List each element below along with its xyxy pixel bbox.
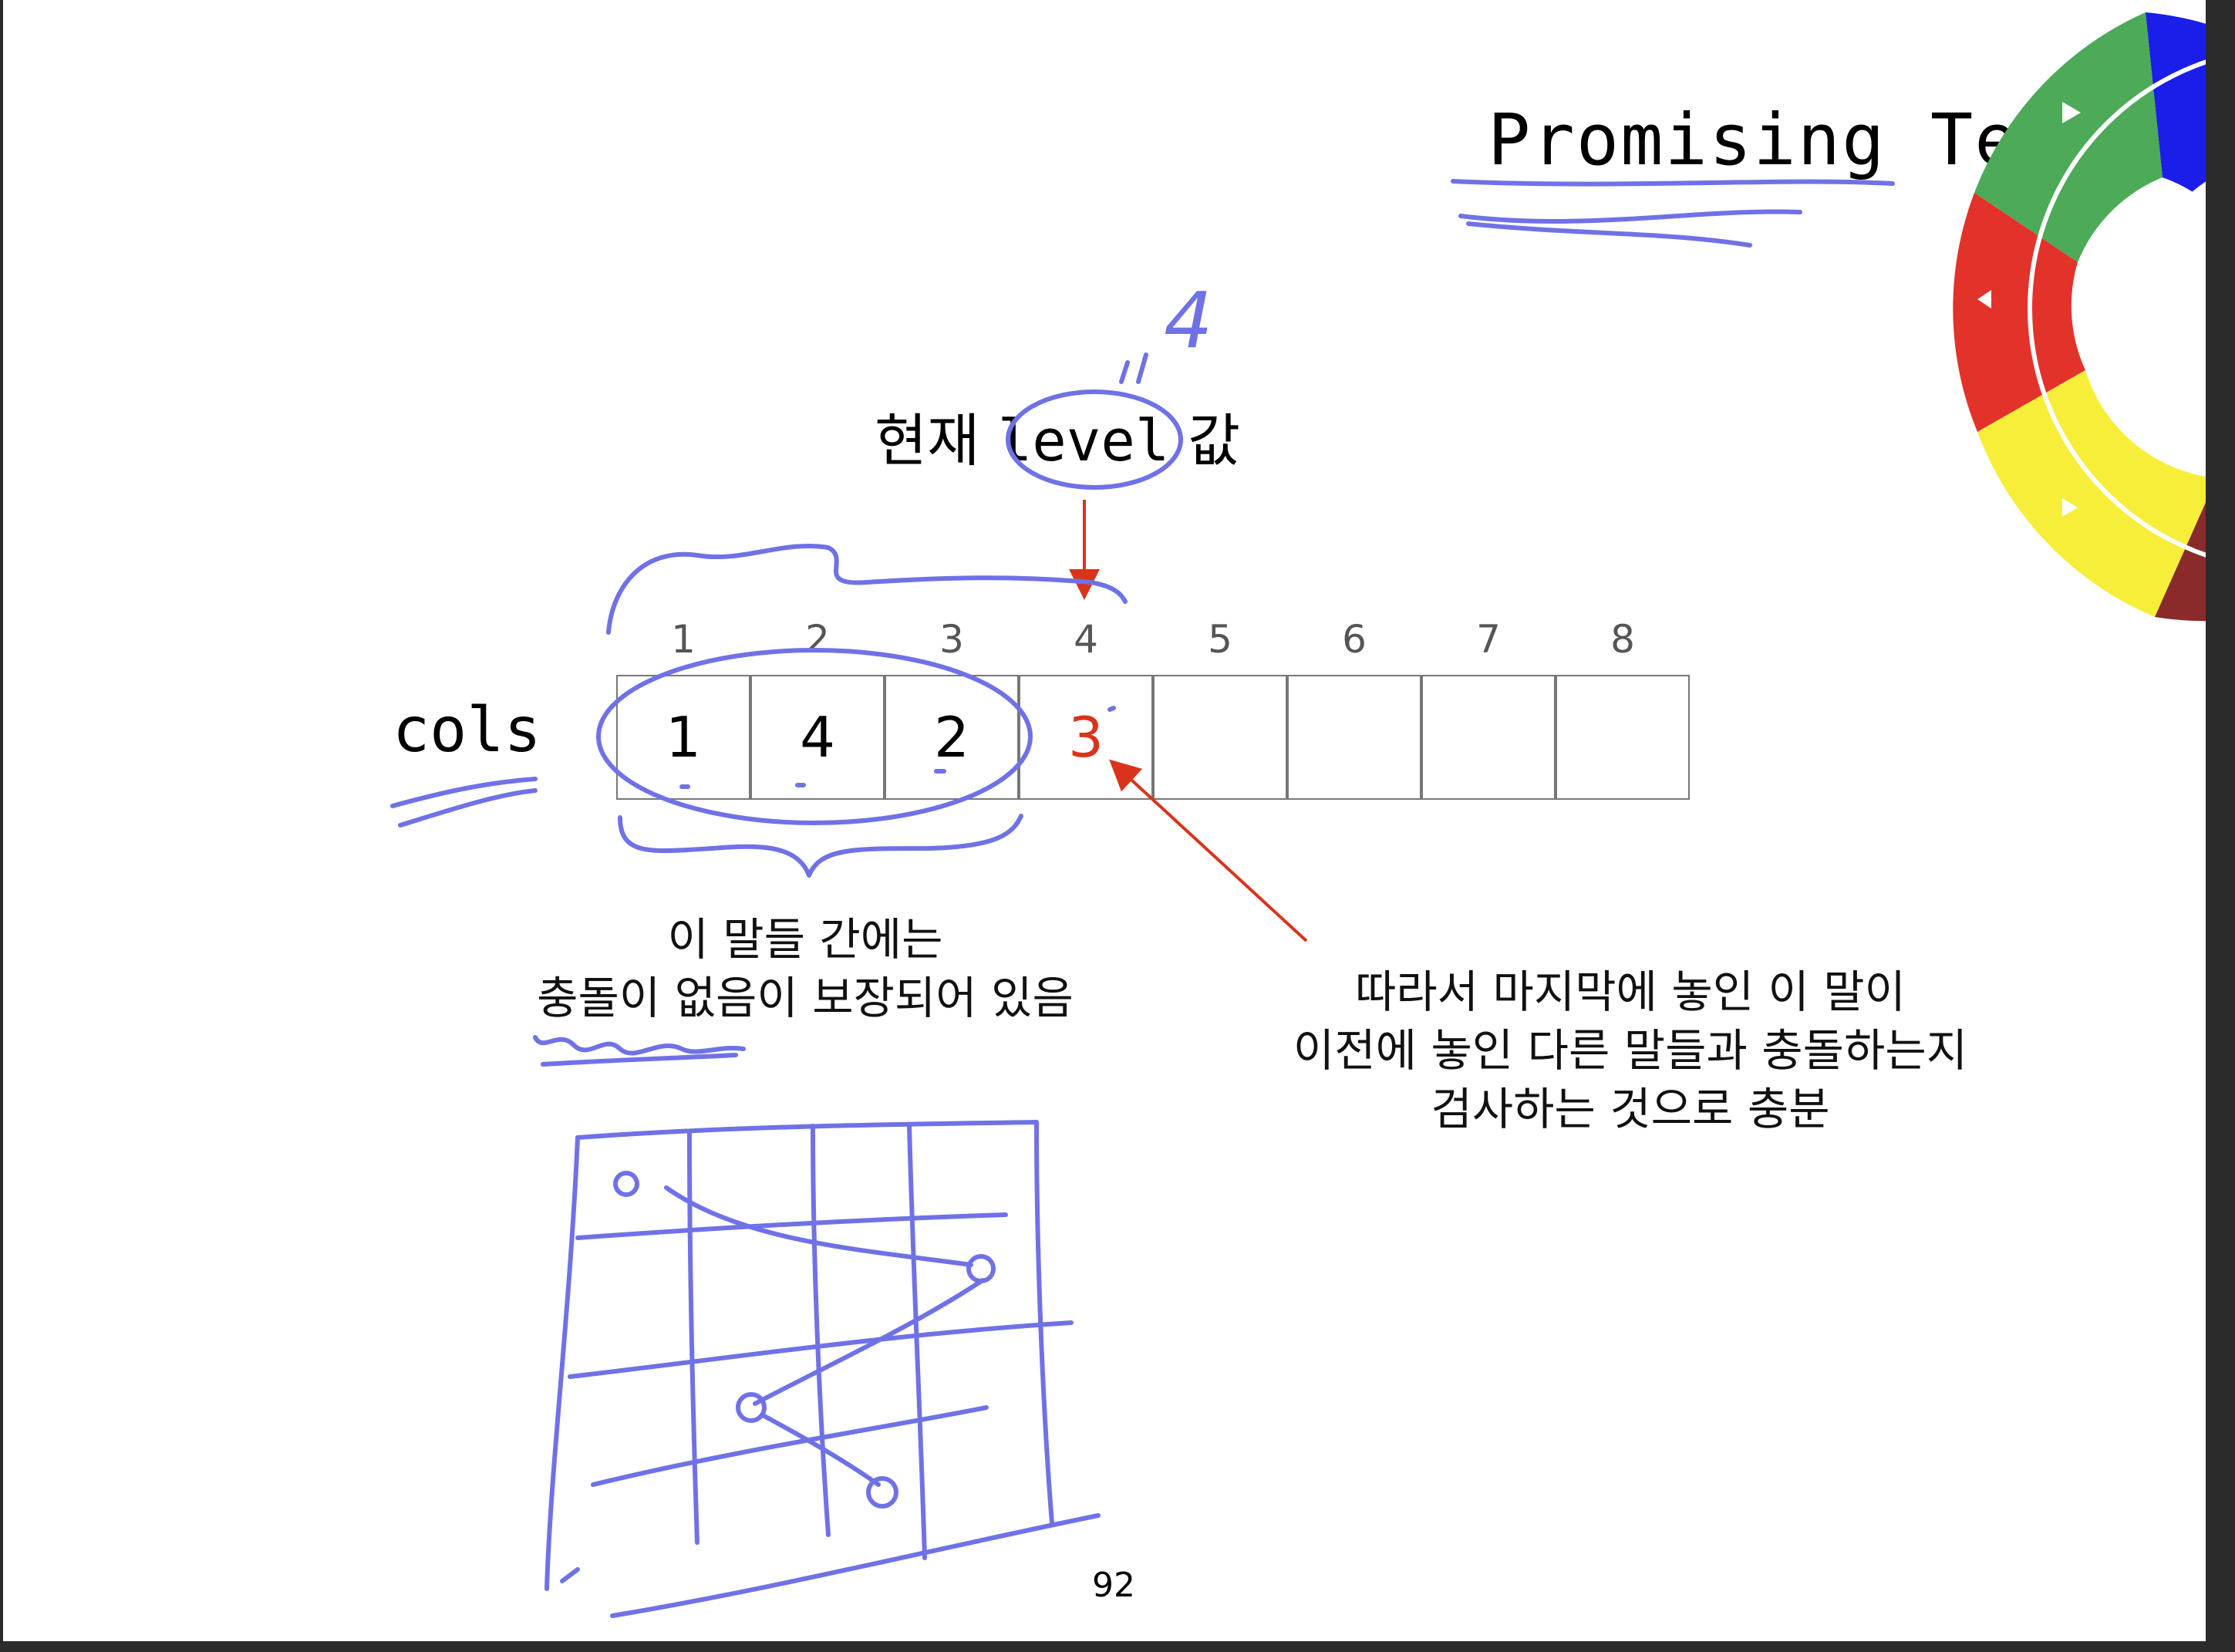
array-cell: 2 [885, 675, 1019, 800]
left-triangle-icon [1977, 290, 1991, 308]
title-underline [1458, 209, 1802, 224]
array-cell: 1 [616, 675, 750, 800]
hand-drawn-board [544, 1120, 1101, 1618]
array-cell [1556, 675, 1690, 800]
radial-tool-wheel[interactable] [1916, 0, 2206, 640]
title-underline [1451, 179, 1895, 187]
note-left-line: 충돌이 없음이 보장되어 있음 [537, 972, 1074, 1024]
array-cell: 4 [750, 675, 885, 800]
level-label-prefix: 현재 [875, 408, 998, 474]
cols-label: cols [393, 694, 541, 766]
column-index: 7 [1476, 617, 1501, 662]
title-underline [1466, 221, 1752, 248]
handwriting-layer: 4 [390, 179, 1895, 1618]
wheel-segment-dark-red [2155, 502, 2206, 622]
array-cell-current: 3 [1019, 675, 1153, 800]
squiggle-underline [541, 1053, 738, 1067]
cols-underline [398, 788, 538, 828]
wheel-segment-green [1974, 12, 2163, 262]
dot-marks [679, 706, 1116, 789]
brace-below [618, 814, 1023, 878]
column-index: 1 [671, 617, 696, 662]
column-index: 8 [1610, 617, 1635, 662]
level-label-word: level [997, 408, 1170, 474]
cells-circle [596, 648, 1033, 825]
column-index: 5 [1208, 617, 1232, 662]
column-index: 3 [939, 617, 964, 662]
column-index: 6 [1342, 617, 1367, 662]
page-number: 92 [1092, 1566, 1135, 1605]
wheel-segment-red [1953, 193, 2085, 432]
note-right-line: 검사하는 것으로 충분 [1431, 1083, 1830, 1135]
cols-underline [390, 777, 538, 808]
squiggle-underline [533, 1035, 746, 1056]
tick-marks [1119, 352, 1148, 384]
level-label-suffix: 값 [1169, 408, 1241, 474]
level-label: 현재 level 값 [875, 395, 1240, 477]
note-right: 따라서 마지막에 놓인 이 말이 이전에 놓인 다른 말들과 충돌하는지 검사하… [1229, 963, 2031, 1138]
level-circle [1006, 389, 1183, 490]
array-cell [1421, 675, 1556, 800]
note-left-line: 이 말들 간에는 [667, 913, 943, 966]
arrow-layer [1069, 500, 1308, 942]
array-cell [1287, 675, 1421, 800]
wheel-segment-blue [2146, 12, 2206, 201]
column-index: 4 [1074, 617, 1098, 662]
slide-canvas: Promising Te 현재 level 값 cols 1 2 3 4 5 6… [3, 0, 2206, 1641]
slide-title: Promising Te [1488, 99, 2019, 181]
play-triangle-icon [2062, 102, 2081, 123]
play-triangle-icon [2062, 498, 2078, 517]
array-cell [1153, 675, 1287, 800]
column-index: 2 [805, 617, 830, 662]
wheel-center [2138, 181, 2206, 436]
note-right-line: 따라서 마지막에 놓인 이 말이 [1354, 966, 1906, 1018]
wheel-segment-yellow [1977, 370, 2206, 617]
note-right-line: 이전에 놓인 다른 말들과 충돌하는지 [1293, 1024, 1968, 1077]
note-left: 이 말들 간에는 충돌이 없음이 보장되어 있음 [497, 910, 1114, 1027]
wheel-separator-ring [2028, 59, 2206, 558]
note-arrow [1109, 759, 1308, 942]
brace-above [606, 543, 1128, 635]
handwritten-four: 4 [1164, 275, 1213, 366]
